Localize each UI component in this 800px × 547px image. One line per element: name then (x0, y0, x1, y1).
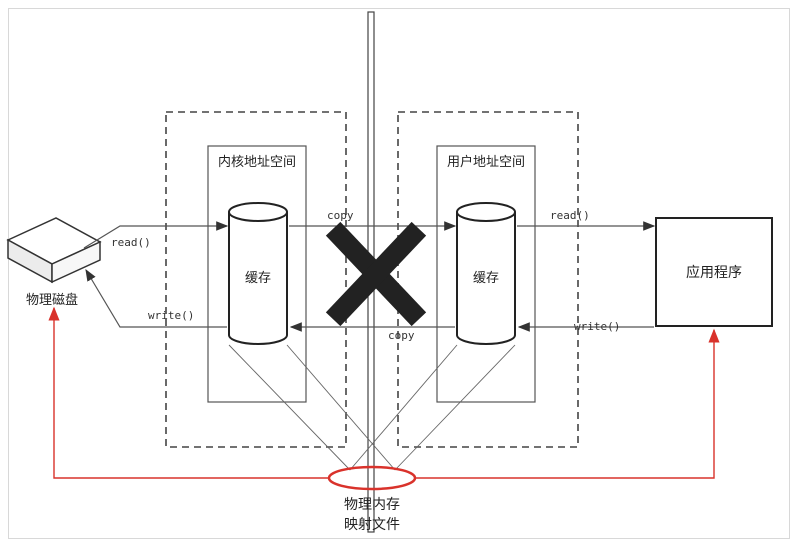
disk-write-arrow (85, 268, 227, 328)
kernel-cache-label: 缓存 (245, 271, 271, 286)
app-read-label: read() (550, 209, 590, 222)
disk-icon (6, 217, 102, 284)
user-dashed-boundary (397, 111, 579, 448)
copy-to-kernel-label: copy (388, 329, 415, 342)
kernel-space-label: 内核地址空间 (218, 154, 296, 170)
cross-icon (325, 221, 427, 327)
app-write-label: write() (574, 320, 620, 333)
disk-read-label: read() (111, 236, 151, 249)
disk-read-arrow (83, 221, 229, 249)
kernel-address-space-box (207, 145, 307, 403)
disk-write-label: write() (148, 309, 194, 322)
application-box (655, 217, 773, 327)
kernel-cache-cylinder (228, 202, 288, 345)
mmap-mapping-lines (228, 344, 516, 471)
mmap-label-line1: 物理内存 (344, 497, 400, 513)
mmap-to-app-arrow (415, 328, 720, 479)
application-label: 应用程序 (686, 264, 742, 281)
user-cache-cylinder (456, 202, 516, 345)
disk-label: 物理磁盘 (26, 292, 78, 308)
user-space-label: 用户地址空间 (447, 154, 525, 170)
mmap-to-disk-arrow (48, 306, 329, 479)
user-cache-label: 缓存 (473, 271, 499, 286)
copy-to-user-label: copy (327, 209, 354, 222)
mmap-label-line2: 映射文件 (344, 517, 400, 533)
kernel-dashed-boundary (165, 111, 347, 448)
user-address-space-box (436, 145, 536, 403)
